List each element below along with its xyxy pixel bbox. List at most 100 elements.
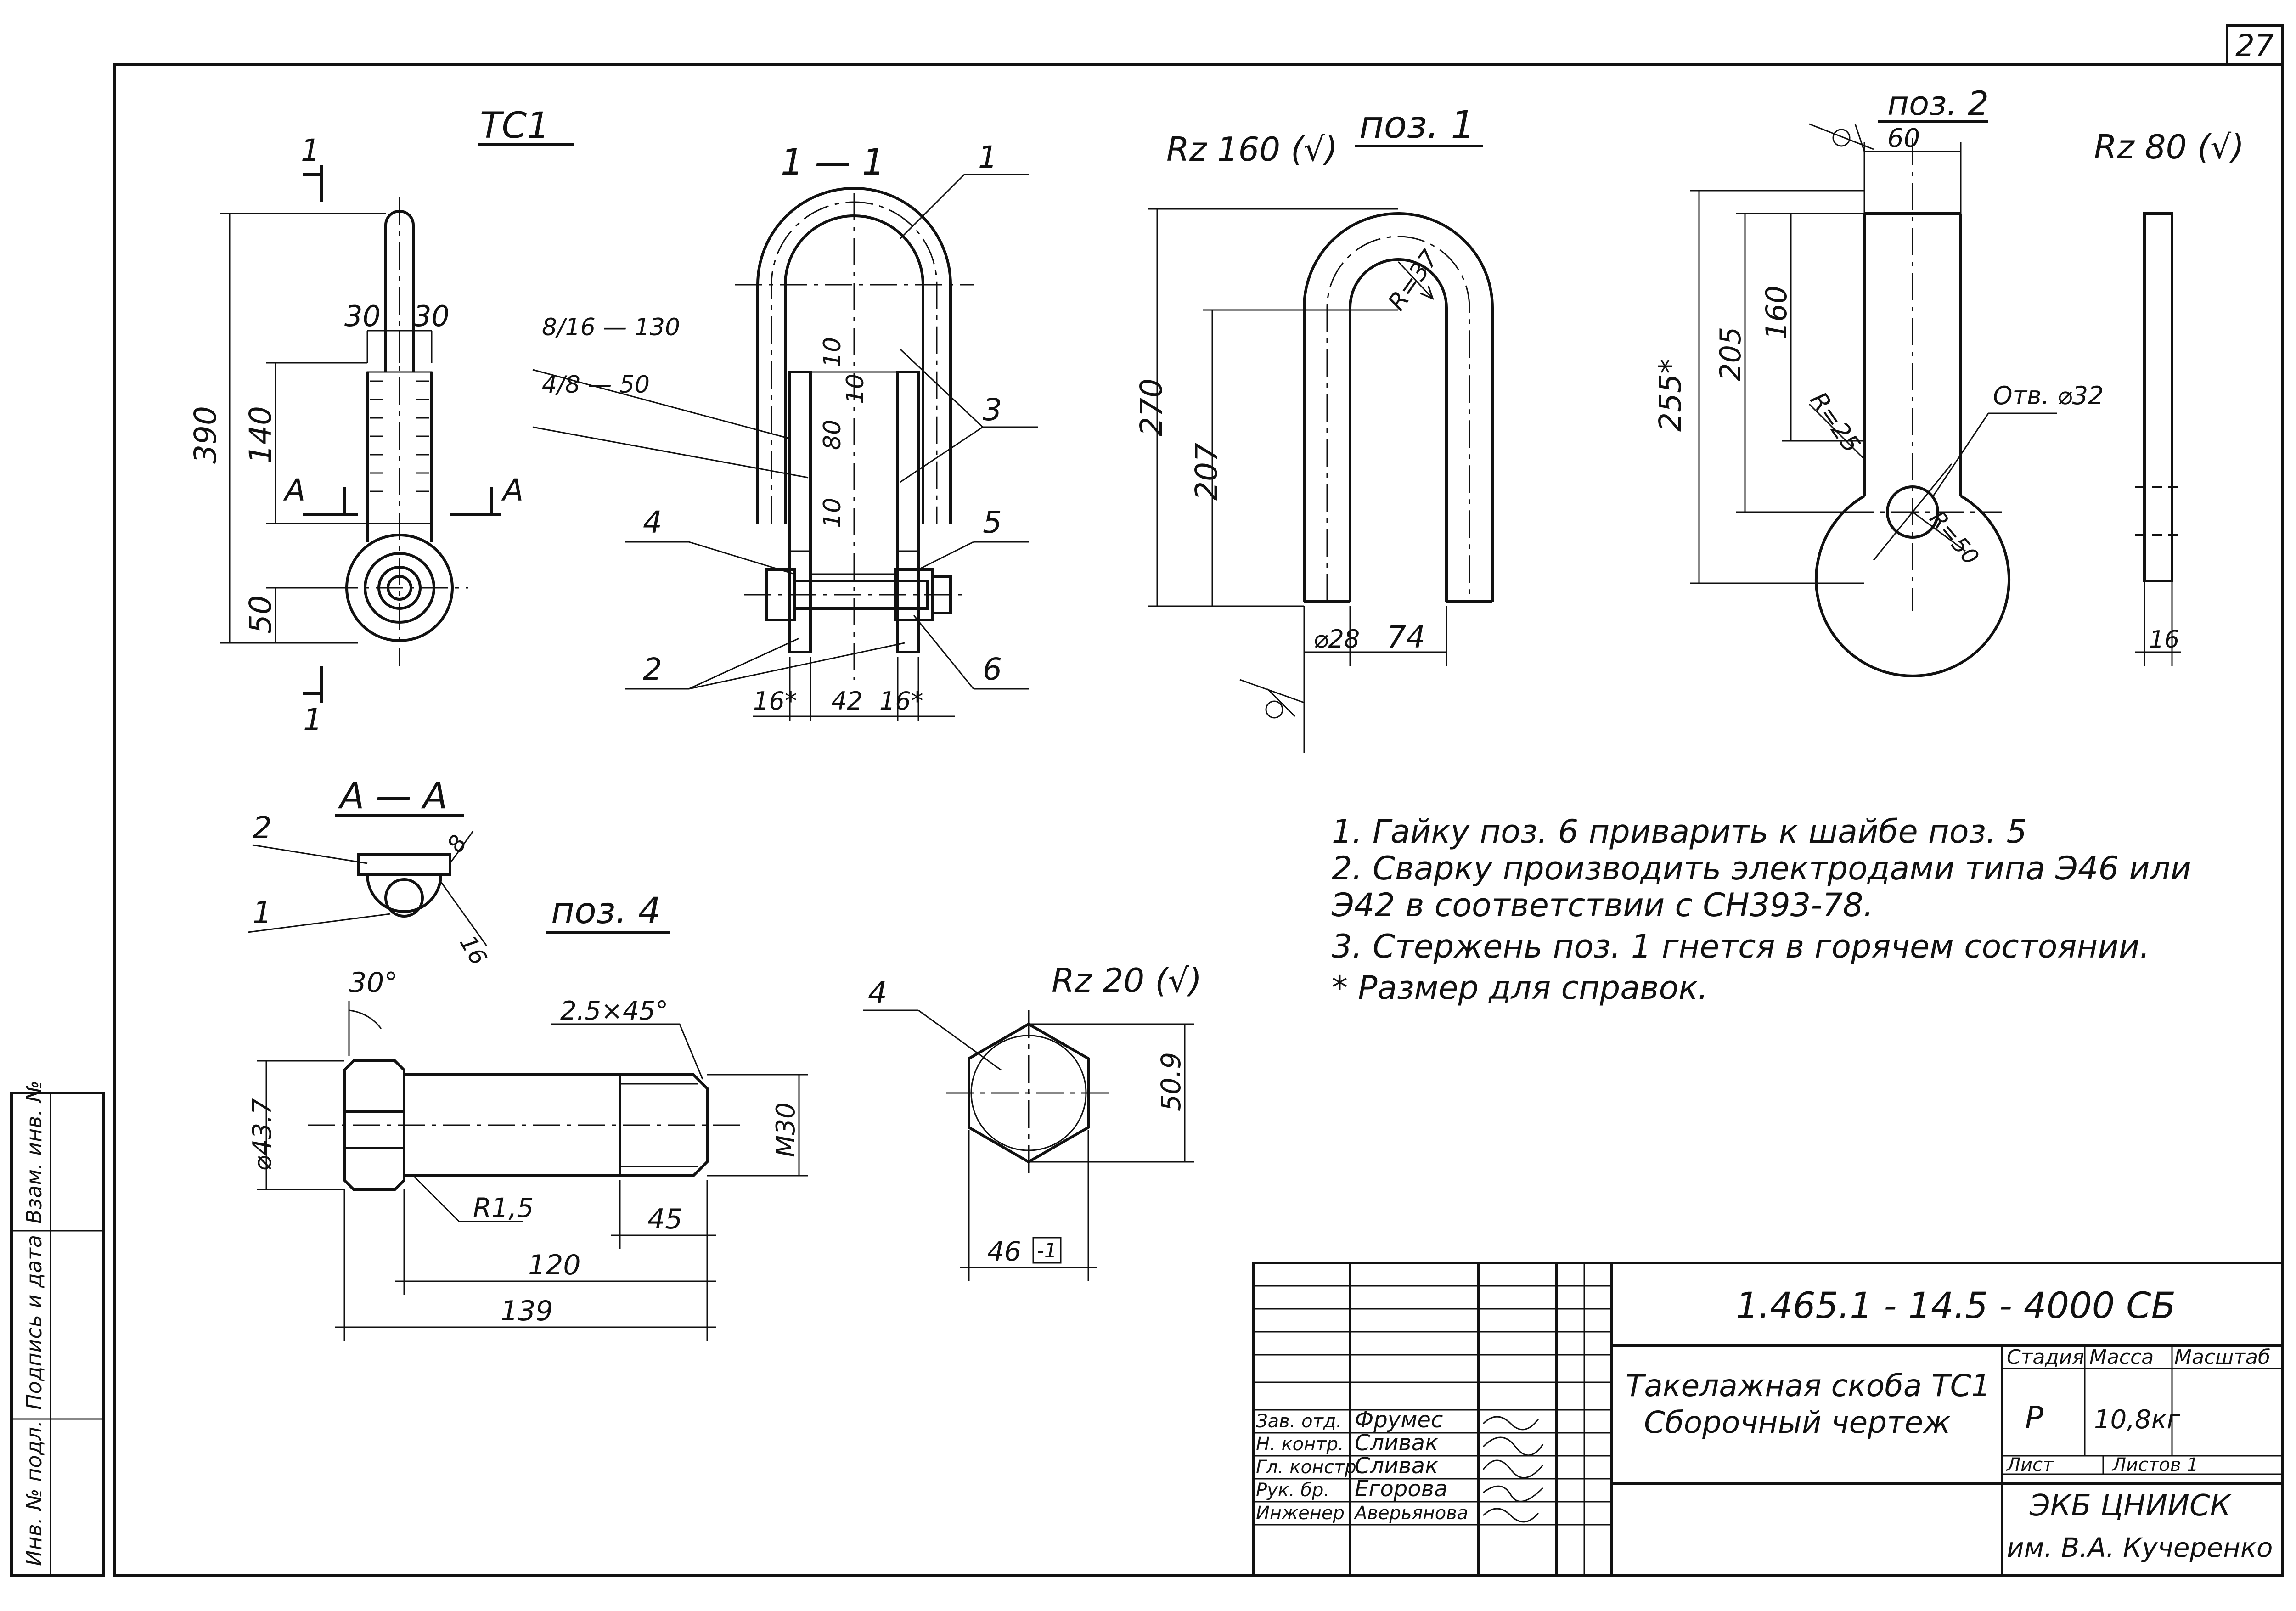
mass-value: 10,8кг: [2094, 1405, 2181, 1435]
pos1-title: поз. 1: [1359, 103, 1475, 147]
pos2-dim-205: 205: [1714, 327, 1747, 381]
section-1-1-dim-10-top: 10: [819, 337, 846, 367]
weld-fraction-1: 8/16 — 130: [542, 314, 680, 341]
section-1-1-dim-16-right: 16*: [879, 687, 923, 715]
note-1: 1. Гайку поз. 6 приварить к шайбе поз. 5: [1332, 813, 2027, 851]
stamp-signature-date: Подпись и дата: [22, 1235, 46, 1410]
signer-role: Рук. бр.: [1256, 1480, 1329, 1501]
note-2-cont: Э42 в соответствии с СН393-78.: [1332, 886, 1874, 924]
document-code: 1.465.1 - 14.5 - 4000 СБ: [1736, 1285, 2176, 1327]
section-aa-dim-16: 16: [455, 931, 492, 969]
section-1-1-callout-2: 2: [643, 652, 662, 687]
signer-role: Инженер: [1256, 1503, 1345, 1524]
section-1-1-dim-16-left: 16*: [753, 687, 797, 715]
view-pos4: поз. 4 30° 2.5×45° ⌀43.7 M30 R1,5 45 120…: [248, 890, 1202, 1341]
signer-name: Сливак: [1355, 1430, 1438, 1456]
pos4-dim-thread: M30: [771, 1102, 801, 1157]
tc1-section-mark-bottom: 1: [303, 702, 322, 738]
tc1-dim-50: 50: [243, 595, 278, 634]
sheets-label: Листов 1: [2111, 1454, 2199, 1476]
sheet-frame: 27: [113, 24, 2284, 1577]
tc1-dim-30-right: 30: [413, 299, 450, 333]
section-1-1-dim-10-side: 10: [842, 374, 869, 404]
pos2-dim-r50: R=50: [1925, 506, 1984, 570]
note-asterisk: * Размер для справок.: [1332, 969, 1708, 1007]
pos1-roughness: Rz 160 (√): [1166, 130, 1338, 169]
tc1-section-a-left: A: [283, 473, 305, 508]
section-1-1-title: 1 — 1: [781, 142, 885, 183]
pos2-dim-160: 160: [1760, 286, 1793, 340]
pos4-dim-radius: R1,5: [473, 1192, 534, 1223]
section-1-1-dim-42: 42: [831, 687, 863, 715]
sheet-label: Лист: [2006, 1454, 2054, 1476]
pos4-title: поз. 4: [551, 890, 661, 932]
signer-name: Фрумес: [1355, 1407, 1443, 1433]
stage-value: Р: [2025, 1400, 2043, 1436]
pos4-callout-4: 4: [868, 975, 887, 1011]
section-1-1-dim-10-bottom: 10: [819, 498, 846, 528]
section-1-1-callout-6: 6: [983, 652, 1002, 687]
pos4-dim-139: 139: [501, 1295, 553, 1327]
signer-name: Аверьянова: [1353, 1503, 1468, 1524]
pos4-dim-chamfer: 2.5×45°: [560, 996, 668, 1026]
pos2-dim-16: 16: [2149, 626, 2179, 653]
section-aa-callout-2: 2: [253, 810, 272, 845]
view-section-1-1: 1 — 1 1 3 4 5 2 6 8/16 — 130 4/8 — 50: [532, 140, 1038, 721]
section-1-1-callout-4: 4: [643, 505, 662, 540]
drawing-type: Сборочный чертеж: [1644, 1405, 1951, 1440]
view-pos1: поз. 1 Rz 160 (√) R=37 270 207 ⌀28 74: [1134, 103, 1494, 753]
tc1-section-a-right: A: [501, 473, 523, 508]
product-name: Такелажная скоба ТС1: [1626, 1368, 1991, 1403]
pos4-dim-head-d: ⌀43.7: [248, 1098, 277, 1171]
note-2: 2. Сварку производить электродами типа Э…: [1332, 850, 2191, 887]
pos2-dim-60: 60: [1887, 124, 1920, 153]
section-aa-title: А — А: [338, 776, 447, 817]
pos4-dim-across-corners: 50.9: [1155, 1052, 1187, 1111]
signatures: [1482, 1416, 1544, 1523]
pos4-dim-across-flats: 46: [987, 1236, 1021, 1267]
pos4-dim-angle: 30°: [349, 967, 398, 999]
tc1-dim-390: 390: [188, 406, 223, 464]
view-tc1: TC1 1 1 A A 390 140 50 30 30: [188, 105, 574, 738]
signer-name: Егорова: [1355, 1476, 1447, 1502]
pos2-dim-r25: R=25: [1804, 387, 1865, 458]
note-3: 3. Стержень поз. 1 гнется в горячем сост…: [1332, 928, 2150, 965]
tc1-section-mark-top: 1: [301, 133, 320, 168]
pos2-title: поз. 2: [1887, 84, 1989, 123]
sheet-number: 27: [2235, 28, 2274, 63]
signer-role: Зав. отд.: [1256, 1411, 1342, 1432]
side-stamp: Инв. № подл. Подпись и дата Взам. инв. №: [10, 1081, 105, 1577]
stage-header: Стадия: [2007, 1346, 2084, 1369]
pos2-roughness: Rz 80 (√): [2094, 128, 2244, 166]
title-block: 1.465.1 - 14.5 - 4000 СБ Такелажная скоб…: [1252, 1262, 2284, 1577]
organization-line-2: им. В.А. Кучеренко: [2007, 1532, 2273, 1563]
stamp-inv-replacement: Взам. инв. №: [22, 1081, 46, 1224]
signer-name: Сливак: [1355, 1453, 1438, 1479]
pos1-dim-207: 207: [1189, 443, 1224, 501]
pos1-dim-74: 74: [1387, 620, 1425, 655]
view-section-aa: А — А 2 1 8 16: [248, 776, 492, 969]
scale-header: Масштаб: [2174, 1346, 2270, 1369]
tc1-dim-30-left: 30: [344, 299, 381, 333]
section-1-1-callout-1: 1: [978, 140, 997, 175]
pos4-dim-45: 45: [647, 1203, 682, 1235]
pos4-roughness: Rz 20 (√): [1052, 961, 1202, 1000]
section-aa-callout-1: 1: [253, 895, 272, 930]
section-1-1-callout-3: 3: [983, 392, 1002, 428]
pos1-dim-270: 270: [1134, 378, 1169, 436]
organization-line-1: ЭКБ ЦНИИСК: [2029, 1489, 2232, 1523]
weld-fraction-2: 4/8 — 50: [542, 371, 650, 399]
pos2-dim-hole: Отв. ⌀32: [1993, 381, 2104, 410]
view-pos2: поз. 2 Rz 80 (√) 60 255* 205 160 R=25 От…: [1653, 84, 2244, 677]
signer-list: Зав. отд. Фрумес Н. контр. Сливак Гл. ко…: [1256, 1407, 1468, 1524]
mass-header: Масса: [2089, 1346, 2154, 1369]
pos2-dim-255: 255*: [1653, 359, 1688, 432]
section-1-1-dim-80: 80: [819, 420, 846, 450]
stamp-inv-original: Инв. № подл.: [22, 1420, 46, 1566]
tc1-dim-140: 140: [243, 406, 278, 464]
signer-role: Гл. констр.: [1256, 1457, 1362, 1478]
section-1-1-callout-5: 5: [983, 505, 1002, 540]
pos4-dim-tolerance: -1: [1037, 1239, 1057, 1262]
pos4-dim-120: 120: [528, 1249, 581, 1281]
